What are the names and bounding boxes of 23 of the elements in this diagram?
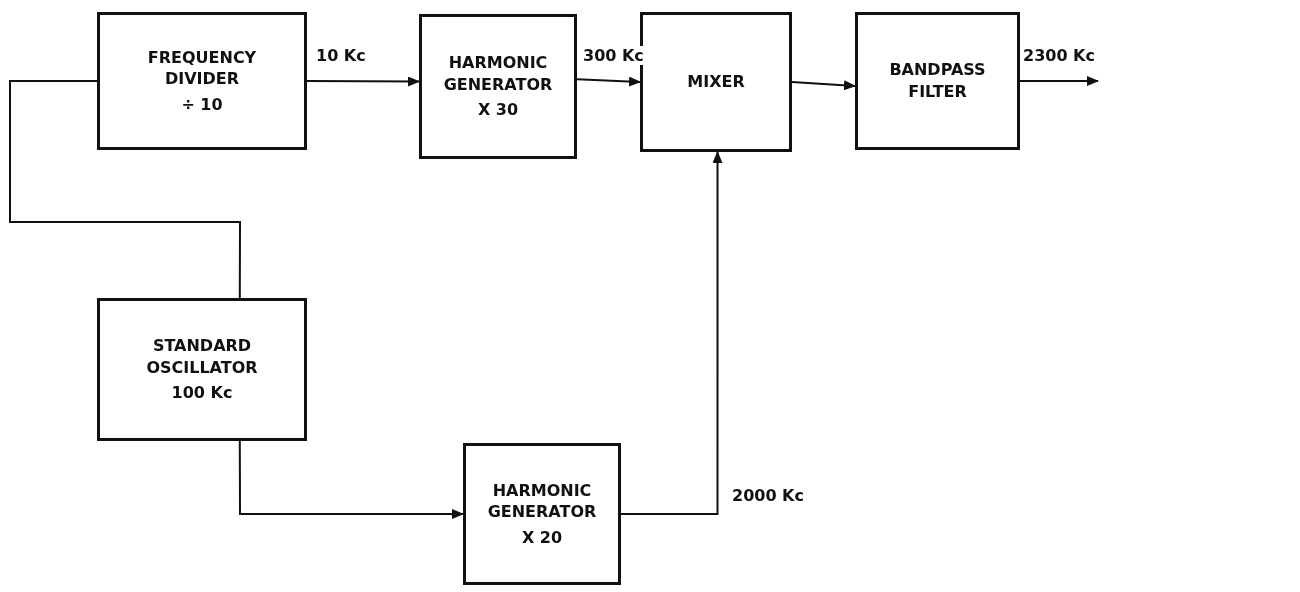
arrow xyxy=(620,151,723,515)
arrow xyxy=(1019,76,1099,86)
block-box xyxy=(97,298,307,441)
arrow xyxy=(576,76,641,87)
block-label: X 30 xyxy=(477,99,519,121)
block-label: HARMONIC GENERATOR xyxy=(442,52,554,96)
block-label: HARMONIC GENERATOR xyxy=(486,479,598,523)
arrow xyxy=(238,440,464,519)
block-label: BANDPASS FILTER xyxy=(888,59,987,103)
arrow xyxy=(306,76,420,87)
block-label: MIXER xyxy=(687,71,745,93)
connector-line xyxy=(9,80,241,299)
block-label: STANDARD OSCILLATOR xyxy=(145,335,259,379)
edge-label: 300 Kc xyxy=(581,46,646,65)
block-label: 100 Kc xyxy=(171,382,233,404)
block-box xyxy=(97,12,307,150)
block-label: X 20 xyxy=(521,526,563,549)
block-box xyxy=(855,12,1020,150)
arrow xyxy=(791,80,856,91)
block-box xyxy=(419,14,577,159)
block-label: FREQUENCY DIVIDER xyxy=(146,46,258,90)
block-label: ÷ 10 xyxy=(181,93,223,116)
block-box xyxy=(463,443,621,585)
